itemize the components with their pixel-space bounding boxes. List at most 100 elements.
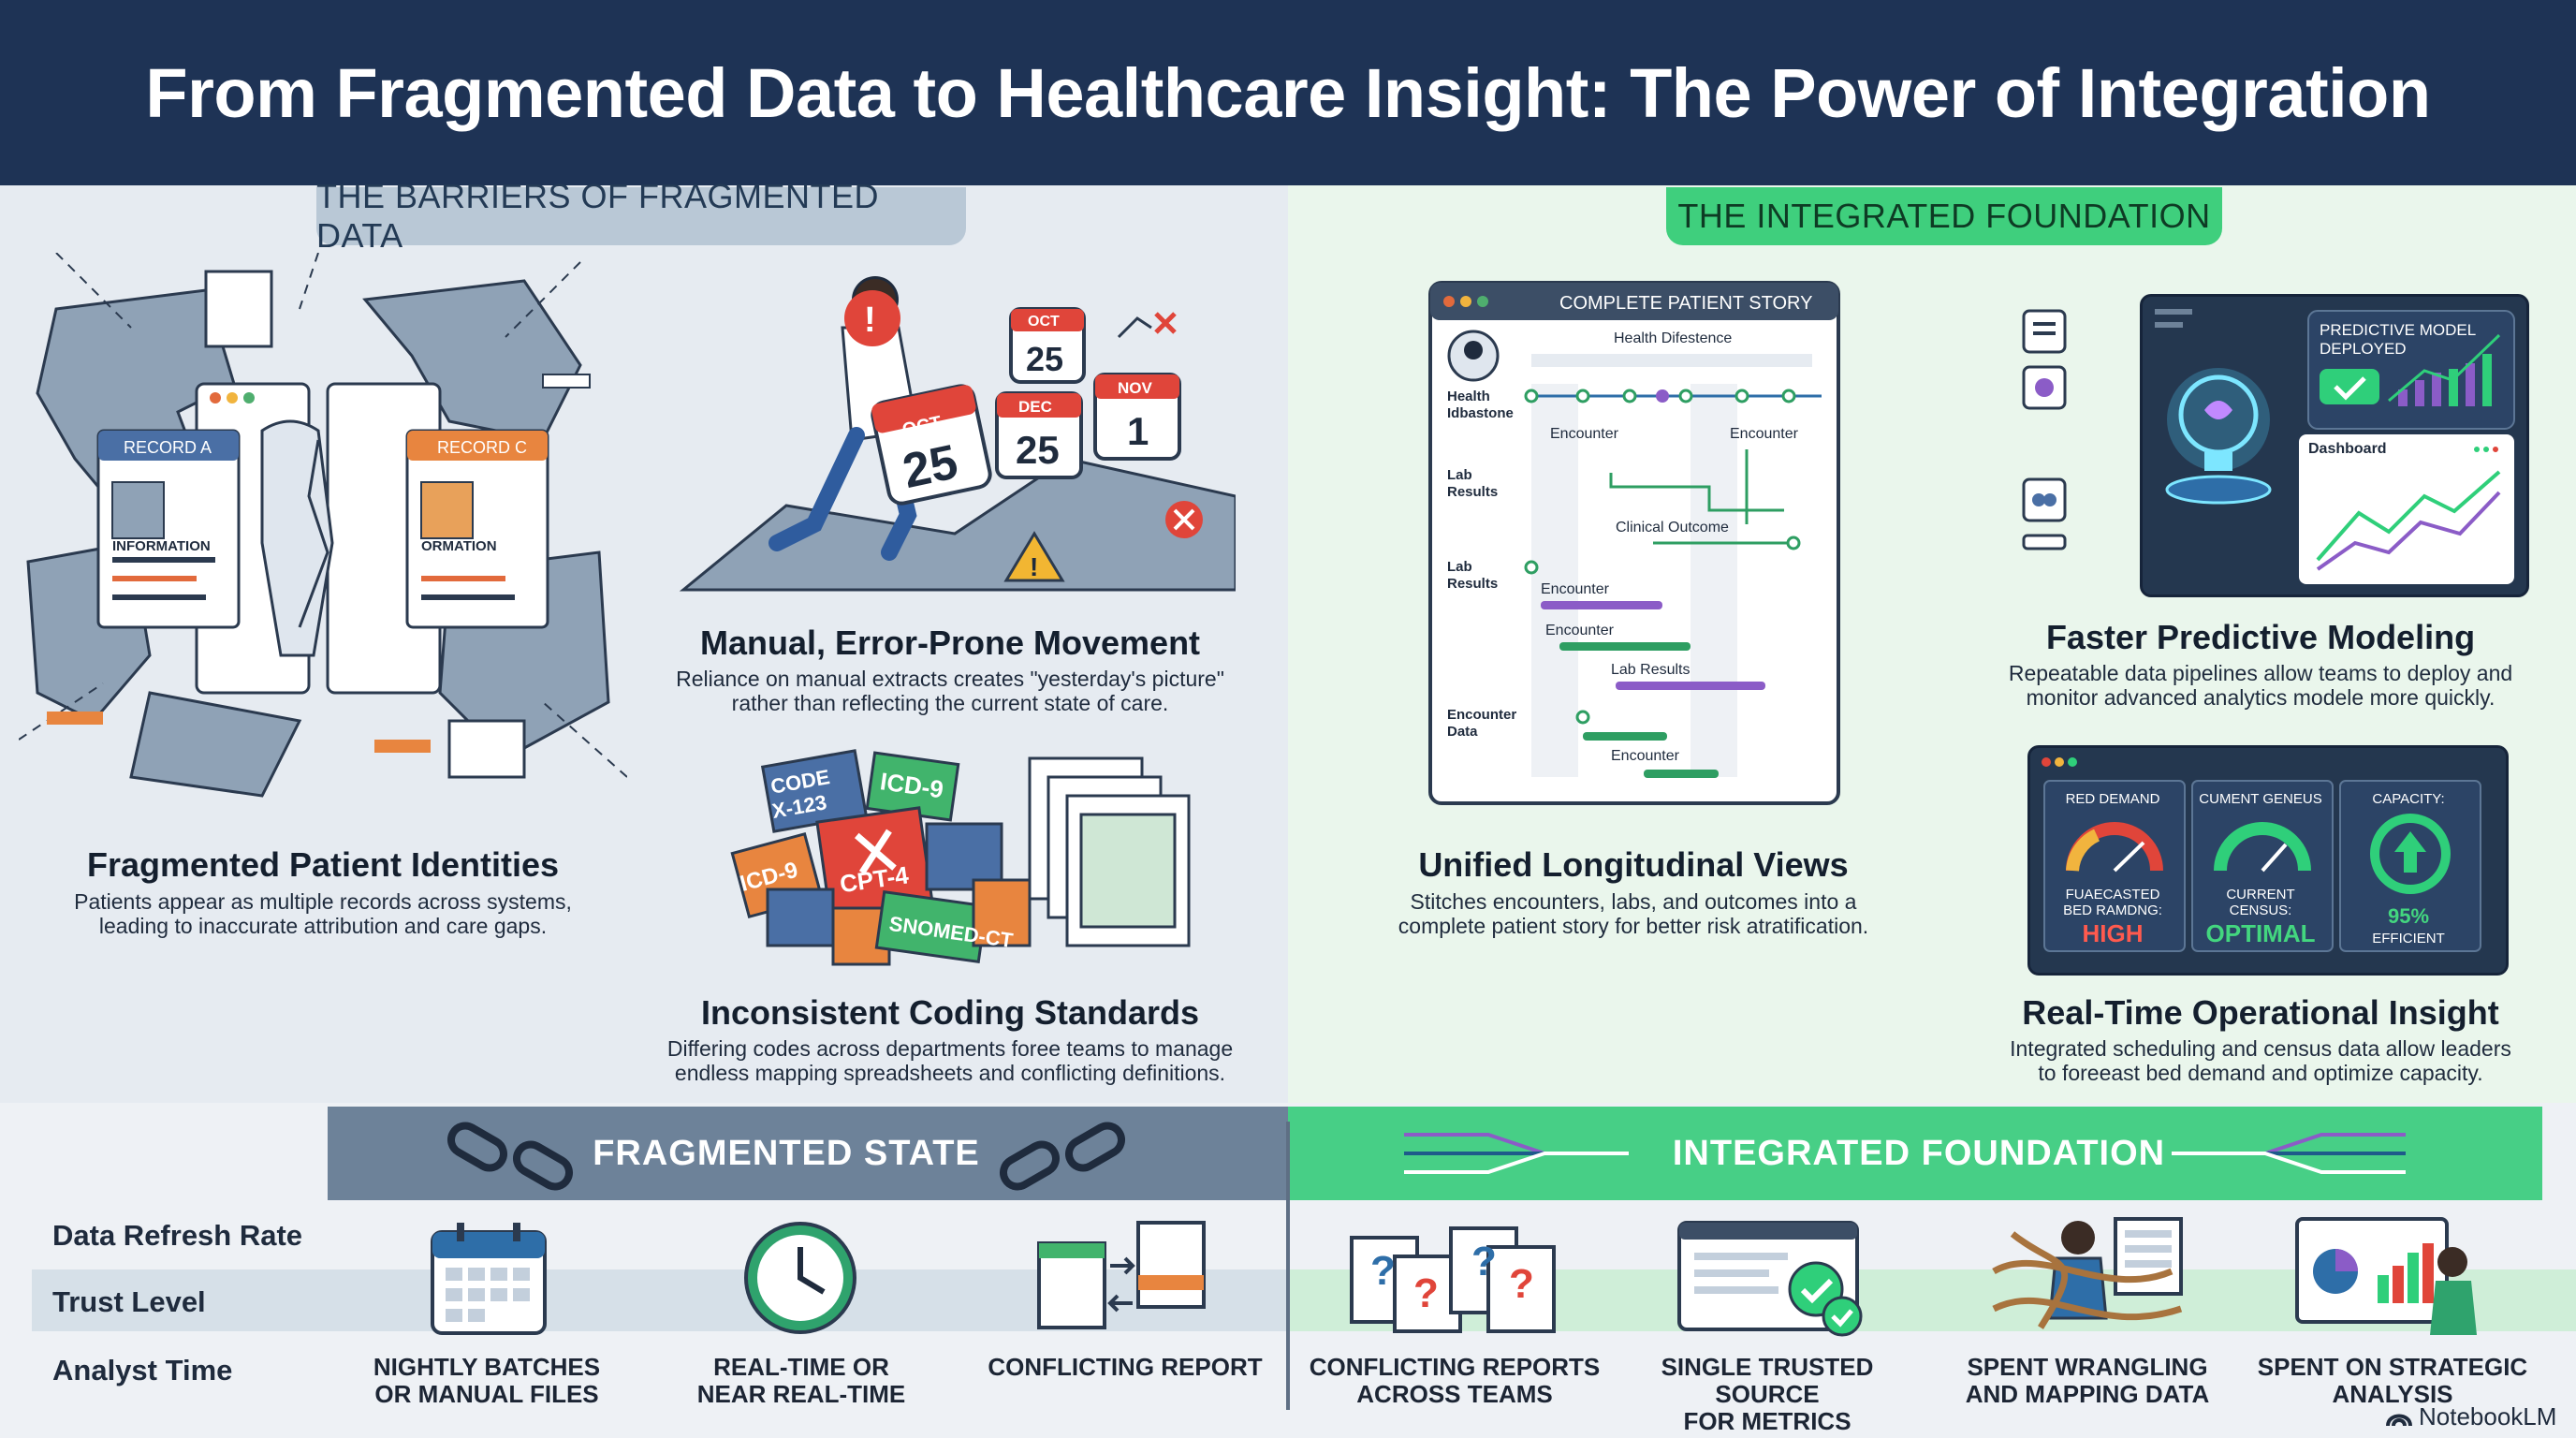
timeline-label: Encounter — [1550, 426, 1619, 442]
calendar-month: OCT — [1028, 314, 1060, 330]
calendar-day: 25 — [1026, 340, 1063, 378]
window-title: COMPLETE PATIENT STORY — [1559, 293, 1812, 314]
row-label: Data — [1447, 724, 1478, 740]
caption-conflicting-report: CONFLICTING REPORT — [988, 1353, 1263, 1381]
wrangling-data-icon — [1992, 1217, 2183, 1329]
record-a-label: RECORD A — [124, 438, 212, 457]
error-bubble-icon: ! — [844, 290, 900, 346]
broken-chain-icon — [447, 1122, 573, 1191]
trusted-source-icon — [1677, 1221, 1863, 1337]
row-label: Encounter — [1447, 707, 1516, 723]
header-bar — [0, 0, 2576, 185]
row-label-data-refresh-rate: Data Refresh Rate — [52, 1219, 303, 1252]
gauge-3-title: CAPACITY: — [2372, 791, 2445, 807]
gauge-2-value: OPTIMAL — [2205, 919, 2316, 947]
row-label: Results — [1447, 484, 1498, 500]
calendar-grid-icon — [431, 1223, 547, 1335]
svg-text:?: ? — [1471, 1239, 1497, 1284]
barrier-2-desc: Reliance on manual extracts creates "yes… — [676, 667, 1224, 715]
foundation-1-desc: Stitches encounters, labs, and outcomes … — [1398, 889, 1869, 938]
model-badge-line1: PREDICTIVE MODEL — [2320, 321, 2476, 339]
foundation-3-desc: Integrated scheduling and census data al… — [2010, 1036, 2511, 1085]
gauge-3-percent: 95% — [2387, 904, 2430, 928]
strategic-analysis-icon — [2295, 1217, 2477, 1335]
barriers-section-label: THE BARRIERS OF FRAGMENTED DATA — [316, 177, 966, 255]
record-c-info: ORMATION — [421, 538, 497, 554]
svg-text:!: ! — [1030, 552, 1038, 581]
fragmented-state-band — [328, 1107, 1288, 1200]
calendar-day: 25 — [1016, 428, 1060, 472]
foundation-2-desc: Repeatable data pipelines allow teams to… — [2008, 661, 2513, 710]
foundation-1-title: Unified Longitudinal Views — [1418, 845, 1849, 884]
timeline-label: Encounter — [1545, 623, 1615, 638]
coding-standards-illustration: CODE X-123 ICD-9 ICD-9 CPT-4 SNOMED-CT — [730, 749, 1191, 966]
row-label-trust-level: Trust Level — [52, 1285, 206, 1318]
record-c-label: RECORD C — [437, 438, 527, 457]
svg-text:!: ! — [864, 301, 876, 340]
record-a-info: INFORMATION — [112, 538, 211, 554]
calendar-icon — [871, 384, 992, 506]
foundation-section-label: THE INTEGRATED FOUNDATION — [1666, 187, 2222, 245]
calendar-month: DEC — [1018, 398, 1052, 416]
timeline-label: Lab Results — [1611, 662, 1690, 678]
dashboard-label: Dashboard — [2308, 441, 2387, 457]
brand-watermark: NotebookLM — [2385, 1402, 2556, 1431]
broken-chain-icon — [1000, 1122, 1125, 1191]
integrated-foundation-label: INTEGRATED FOUNDATION — [1672, 1133, 2166, 1173]
row-label: Lab — [1447, 559, 1472, 575]
fragmented-state-label: FRAGMENTED STATE — [593, 1133, 980, 1173]
foundation-3-title: Real-Time Operational Insight — [2022, 993, 2499, 1032]
timeline-label: Health Difestence — [1614, 330, 1732, 346]
timeline-label: Clinical Outcome — [1616, 520, 1729, 536]
data-stream-icon — [1404, 1133, 1629, 1174]
timeline-label: Encounter — [1730, 426, 1799, 442]
row-label: Results — [1447, 576, 1498, 592]
barrier-3-desc: Differing codes across departments foree… — [666, 1036, 1234, 1085]
gauge-1-value: HIGH — [2082, 919, 2144, 947]
row-label-analyst-time: Analyst Time — [52, 1354, 233, 1387]
model-badge-line2: DEPLOYED — [2320, 340, 2407, 358]
page-title: From Fragmented Data to Healthcare Insig… — [145, 53, 2431, 132]
fragmented-identities-illustration: RECORD A INFORMATION RECORD C ORMATION — [19, 253, 627, 798]
svg-text:?: ? — [1370, 1248, 1396, 1294]
brand-name: NotebookLM — [2419, 1402, 2557, 1431]
data-stream-icon — [2172, 1133, 2406, 1174]
calendar-day: 1 — [1127, 409, 1149, 453]
row-label: Health — [1447, 389, 1490, 404]
barrier-1-desc: Patients appear as multiple records acro… — [74, 889, 572, 938]
notebooklm-logo-icon — [2386, 1414, 2412, 1426]
svg-text:?: ? — [1413, 1270, 1439, 1316]
comparison-divider — [1286, 1122, 1290, 1410]
warning-icon: ! — [1003, 531, 1065, 582]
foundation-2-title: Faster Predictive Modeling — [2045, 618, 2476, 656]
row-label: Lab — [1447, 467, 1472, 483]
clock-icon — [744, 1222, 856, 1334]
barrier-2-title: Manual, Error-Prone Movement — [699, 624, 1201, 662]
barrier-1-title: Fragmented Patient Identities — [86, 845, 560, 884]
timeline-label: Encounter — [1541, 581, 1610, 597]
barrier-3-title: Inconsistent Coding Standards — [700, 993, 1200, 1032]
manual-movement-illustration: OCT 25 DEC 25 OCT 25 NOV 1 ! ! — [679, 276, 1236, 592]
conflicting-report-icon — [1037, 1221, 1206, 1329]
server-icon — [2022, 309, 2069, 557]
patient-story-window: COMPLETE PATIENT STORY Health Difestence… — [1428, 281, 1840, 805]
calendar-day: 25 — [899, 434, 963, 499]
gauge-3-sub: EFFICIENT — [2372, 931, 2445, 946]
error-icon — [1165, 501, 1203, 538]
gauge-1-title: RED DEMAND — [2065, 791, 2160, 807]
operations-dashboard-art — [2042, 757, 2481, 952]
predictive-dashboard-art: PREDICTIVE MODEL DEPLOYED Dashboard — [2155, 309, 2515, 584]
calendar-month: NOV — [1118, 379, 1153, 397]
timeline-label: Encounter — [1611, 748, 1680, 764]
row-label: Idbastone — [1447, 405, 1514, 421]
gauge-2-title: CUMENT GENEUS — [2199, 791, 2322, 807]
svg-text:?: ? — [1509, 1261, 1534, 1307]
